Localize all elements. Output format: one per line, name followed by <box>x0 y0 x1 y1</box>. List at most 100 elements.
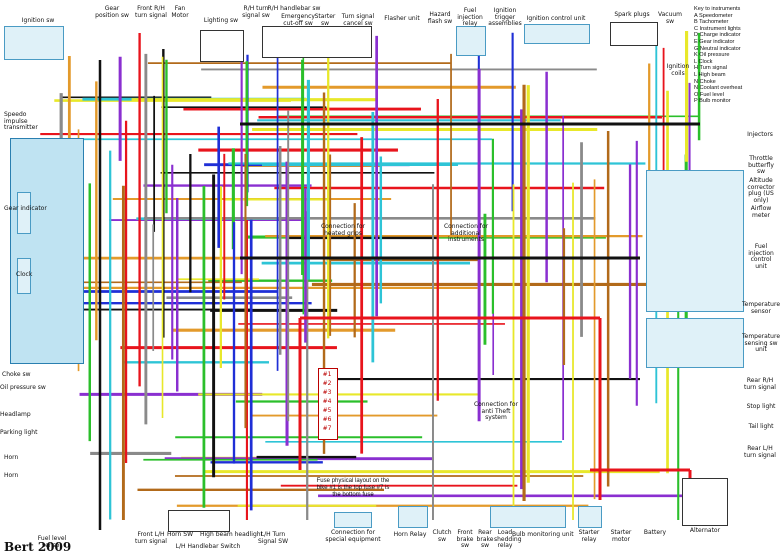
label-alternator: Alternator <box>689 527 721 534</box>
label-stop-light: Stop light <box>746 403 776 410</box>
label-flasher: Flasher unit <box>384 15 420 22</box>
credit-text: Bert 2009 <box>4 540 72 554</box>
key-item: C Instrument lights <box>694 25 741 32</box>
label-front-rh-turn: Front R/H turn signal <box>135 5 167 19</box>
fuel-injection-relay-box <box>456 26 486 56</box>
label-altitude: Altitude corrector plug (US only) <box>747 177 775 204</box>
label-fuel-sensor: Fuel level sensor <box>37 535 67 549</box>
label-turn-cancel: Turn signal cancel sw <box>341 13 375 27</box>
starter-relay-box <box>578 506 602 528</box>
key-item: P Bulb monitor <box>694 98 731 105</box>
fuse-label: #6 <box>322 416 332 423</box>
alternator-box <box>682 478 728 526</box>
label-starter-motor: Starter motor <box>610 529 632 543</box>
rh-handlebar-switch-box <box>262 26 372 58</box>
label-vacuum-sw: Vacuum sw <box>657 11 683 25</box>
label-heated-grips: Connection for heated grips <box>320 223 366 237</box>
label-fuel-inj-unit: Fuel injection control unit <box>748 243 774 270</box>
label-rear-rh: Rear R/H turn signal <box>744 377 776 391</box>
label-headlamp: Headlamp <box>0 411 31 418</box>
label-clutch-sw: Clutch sw <box>432 529 452 543</box>
label-oil-pressure: Oil pressure sw <box>0 384 46 391</box>
label-gear-position: Gear position sw <box>95 5 129 19</box>
label-airflow: Airflow meter <box>750 205 772 219</box>
label-lh-turn-sw: L/H Turn Signal SW <box>257 531 289 545</box>
label-rh-handlebar: R/H handlebar sw <box>267 5 321 12</box>
fuse-label: #1 <box>322 371 332 378</box>
key-item: H Turn signal <box>694 65 727 72</box>
label-speedo: Speedo impulse transmitter <box>4 111 38 131</box>
label-tail-light: Tail light <box>748 423 774 430</box>
key-item: D Charge indicator <box>694 32 741 39</box>
label-horn-2: Horn <box>4 472 19 479</box>
label-temp-sensor: Temperature sensor <box>742 301 780 315</box>
key-item: L Clock <box>694 58 713 65</box>
key-title: Key to instruments <box>694 6 741 12</box>
label-ign-control: Ignition control unit <box>526 15 586 22</box>
label-bulb-monitor: Bulb monitoring unit <box>512 531 574 538</box>
label-horn-sw: Horn SW <box>167 531 193 538</box>
key-item: E Gear indicator <box>694 38 735 45</box>
key-item: G Neutral indicator <box>694 45 741 52</box>
wire-layer <box>40 30 726 530</box>
fuse-label: #5 <box>322 407 332 414</box>
clock-box <box>17 258 31 294</box>
label-spark-plugs: Spark plugs <box>614 11 650 18</box>
horn-relay-box <box>398 506 428 528</box>
label-clock: Clock <box>16 271 33 278</box>
key-item: L High beam <box>694 71 726 78</box>
label-rear-lh: Rear L/H turn signal <box>744 445 776 459</box>
label-lighting-sw: Lighting sw <box>203 17 239 24</box>
gear-indicator-box <box>17 192 31 234</box>
label-throttle: Throttle butterfly sw <box>748 155 774 175</box>
label-ign-trigger: Ignition trigger assemblies <box>488 7 522 27</box>
key-item: O Fuel level <box>694 91 724 98</box>
lh-handlebar-switch-box <box>168 510 230 532</box>
label-front-lh-turn: Front L/H turn signal <box>135 531 167 545</box>
ignition-control-unit-box <box>524 24 590 44</box>
key-item: N Coolant overheat <box>694 85 743 92</box>
spark-plugs-box <box>610 22 658 46</box>
fuse-note: Fuse physical layout on the bike #1 is t… <box>316 478 390 498</box>
fuse-box <box>318 368 338 440</box>
fuse-label: #4 <box>322 398 332 405</box>
label-starter-relay: Starter relay <box>578 529 600 543</box>
label-fan-motor: Fan Motor <box>171 5 189 19</box>
label-starter-sw: Starter sw <box>314 13 336 27</box>
key-item: B Tachometer <box>694 19 729 26</box>
key-item: A Speedometer <box>694 12 733 19</box>
key-item: K Oil pressure <box>694 52 730 59</box>
label-gear-indicator: Gear indicator <box>4 205 47 212</box>
label-horn-1: Horn <box>4 454 19 461</box>
special-equipment-box <box>334 512 372 528</box>
label-injectors: Injectors <box>747 131 773 138</box>
label-ignition-sw: Ignition sw <box>21 17 55 24</box>
lighting-switch-box <box>200 30 244 62</box>
label-parking: Parking light <box>0 429 38 436</box>
label-additional: Connection for additional instruments <box>443 223 489 243</box>
label-lh-handlebar: L/H Handlebar Switch <box>175 543 241 550</box>
ignition-switch-box <box>4 26 64 60</box>
label-battery: Battery <box>643 529 667 536</box>
label-load-shedding: Load shedding relay <box>494 529 522 549</box>
label-choke: Choke sw <box>2 371 31 378</box>
fuse-label: #7 <box>322 425 332 432</box>
label-rh-turn-sw: R/H turn signal sw <box>242 5 270 19</box>
label-rear-brake: Rear brake sw <box>476 529 494 549</box>
key-item: N Choke <box>694 78 716 85</box>
label-anti-theft: Connection for anti Theft system <box>473 401 519 421</box>
label-fuel-inj-relay: Fuel injection relay <box>457 7 483 27</box>
fuse-label: #2 <box>322 380 332 387</box>
fuse-label: #3 <box>322 389 332 396</box>
label-hazard: Hazard flash sw <box>427 11 453 25</box>
bulb-monitoring-box <box>490 506 566 528</box>
label-emergency-cutoff: Emergency cut-off sw <box>281 13 315 27</box>
label-ign-coils: Ignition coils <box>666 63 690 77</box>
instrument-cluster <box>10 138 84 364</box>
label-horn-relay: Horn Relay <box>393 531 427 538</box>
label-special-equipment: Connection for special equipment <box>325 529 381 543</box>
label-high-beam: High beam headlight <box>200 531 263 538</box>
